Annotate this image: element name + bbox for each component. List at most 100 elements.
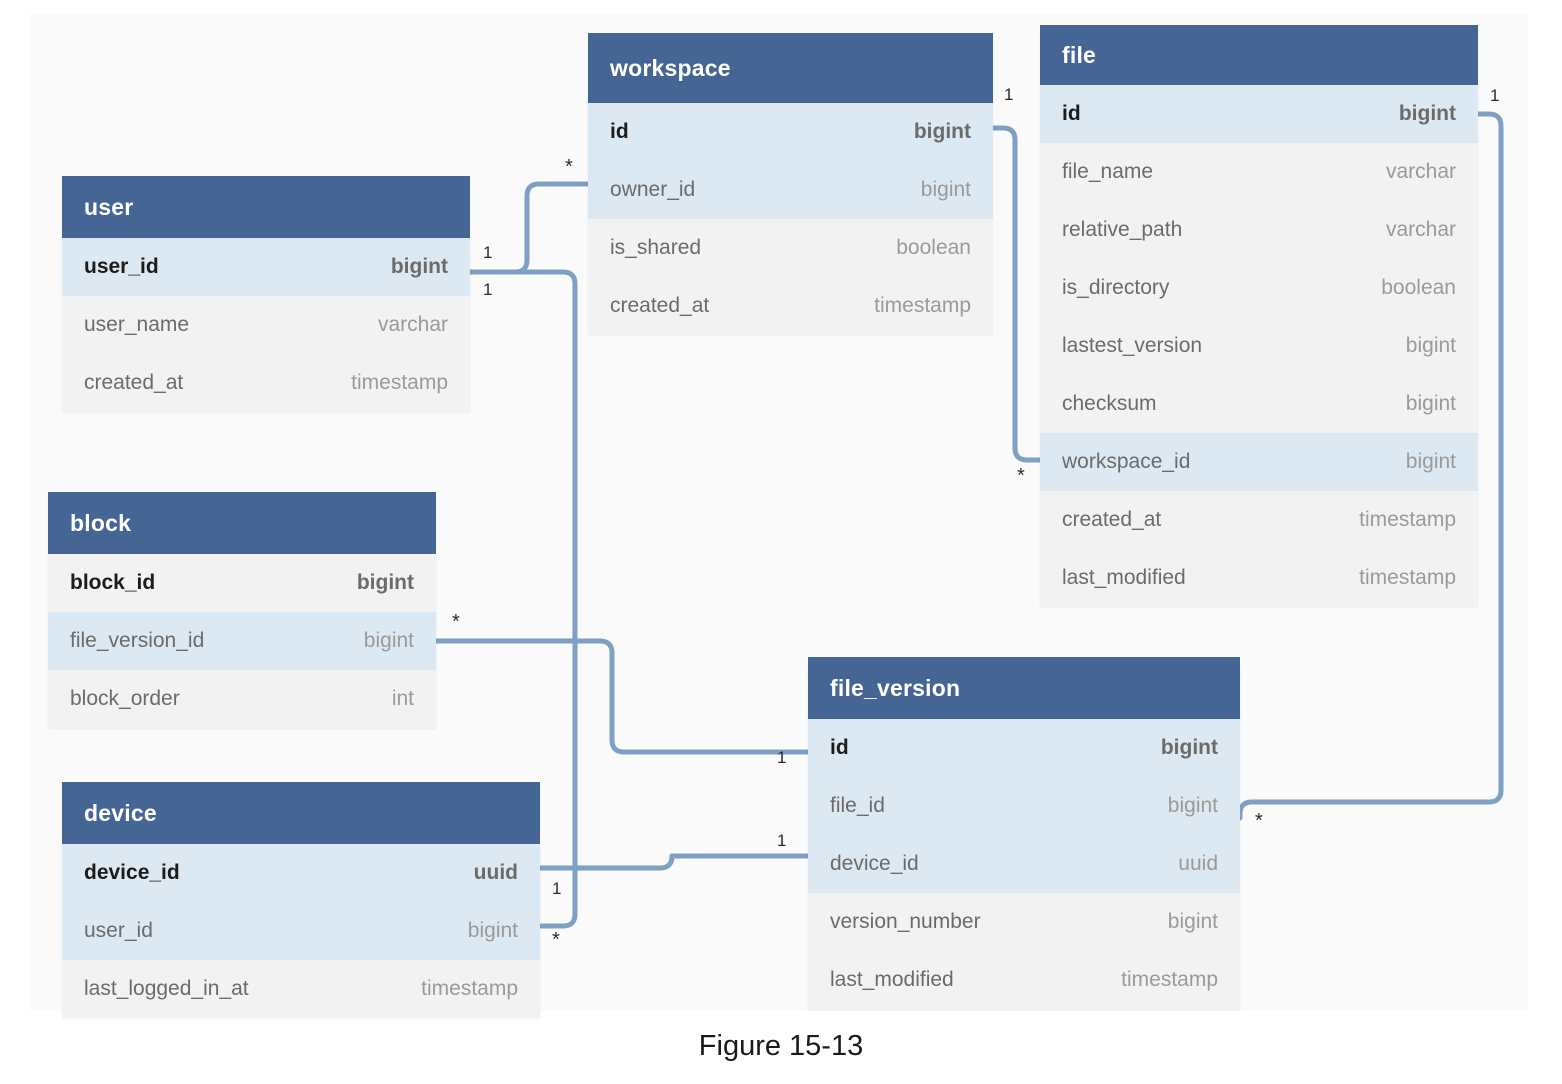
cardinality-label-file-workspace_id: * <box>1017 465 1025 487</box>
cardinality-label-file_version-file_id: * <box>1255 810 1263 832</box>
attribute-name: last_modified <box>1062 566 1186 589</box>
attribute-row-block-block_id[interactable]: block_id bigint <box>48 554 436 612</box>
attribute-type: timestamp <box>351 371 448 394</box>
attribute-row-file_version-id[interactable]: id bigint <box>808 719 1240 777</box>
attribute-row-file-created_at[interactable]: created_at timestamp <box>1040 491 1478 549</box>
attribute-type: timestamp <box>1359 508 1456 531</box>
attribute-type: int <box>391 687 414 710</box>
attribute-row-workspace-is_shared[interactable]: is_shared boolean <box>588 219 993 277</box>
attribute-row-file-file_name[interactable]: file_name varchar <box>1040 143 1478 201</box>
attribute-row-file_version-version_number[interactable]: version_number bigint <box>808 893 1240 951</box>
attribute-row-workspace-created_at[interactable]: created_at timestamp <box>588 277 993 335</box>
attribute-name: id <box>830 736 849 759</box>
attribute-type: bigint <box>356 571 414 594</box>
attribute-type: uuid <box>1178 852 1218 875</box>
entity-header-file: file <box>1040 25 1478 85</box>
attribute-row-file-is_directory[interactable]: is_directory boolean <box>1040 259 1478 317</box>
attribute-type: varchar <box>377 313 448 336</box>
attribute-name: device_id <box>84 861 180 884</box>
attribute-name: device_id <box>830 852 919 875</box>
attribute-type: varchar <box>1385 218 1456 241</box>
attribute-row-workspace-id[interactable]: id bigint <box>588 103 993 161</box>
attribute-name: checksum <box>1062 392 1157 415</box>
attribute-name: id <box>1062 102 1081 125</box>
attribute-name: file_name <box>1062 160 1154 183</box>
attribute-name: id <box>610 120 629 143</box>
entity-workspace[interactable]: workspace id bigint owner_id bigint is_shared… <box>588 33 993 335</box>
cardinality-label-device-device_id: 1 <box>552 879 562 898</box>
attribute-type: timestamp <box>1121 968 1218 991</box>
attribute-row-file-relative_path[interactable]: relative_path varchar <box>1040 201 1478 259</box>
attribute-row-workspace-owner_id[interactable]: owner_id bigint <box>588 161 993 219</box>
attribute-type: bigint <box>920 178 971 201</box>
attribute-type: bigint <box>1405 450 1456 473</box>
cardinality-label-user-user_id-lower: 1 <box>483 280 493 299</box>
attribute-row-block-block_order[interactable]: block_order int <box>48 670 436 728</box>
attribute-name: version_number <box>830 910 981 933</box>
attribute-type: bigint <box>1160 736 1218 759</box>
attribute-row-user-user_name[interactable]: user_name varchar <box>62 296 470 354</box>
attribute-type: bigint <box>363 629 414 652</box>
figure-caption: Figure 15-13 <box>698 1030 864 1062</box>
attribute-name: user_id <box>84 255 159 278</box>
attribute-row-file_version-file_id[interactable]: file_id bigint <box>808 777 1240 835</box>
attribute-name: file_id <box>830 794 885 817</box>
cardinality-label-user-user_id-upper: 1 <box>483 243 493 262</box>
attribute-name: created_at <box>1062 508 1162 531</box>
attribute-name: block_id <box>70 571 156 594</box>
attribute-row-file-checksum[interactable]: checksum bigint <box>1040 375 1478 433</box>
attribute-name: is_directory <box>1062 276 1170 299</box>
attribute-type: timestamp <box>874 294 971 317</box>
attribute-row-file-lastest_version[interactable]: lastest_version bigint <box>1040 317 1478 375</box>
attribute-name: is_shared <box>610 236 702 259</box>
attribute-name: lastest_version <box>1062 334 1203 357</box>
attribute-type: bigint <box>1398 102 1456 125</box>
attribute-name: relative_path <box>1062 218 1183 241</box>
cardinality-label-file-id: 1 <box>1490 86 1500 105</box>
attribute-type: bigint <box>467 919 518 942</box>
attribute-type: timestamp <box>1359 566 1456 589</box>
attribute-type: bigint <box>1167 794 1218 817</box>
attribute-row-file-id[interactable]: id bigint <box>1040 85 1478 143</box>
attribute-row-file-last_modified[interactable]: last_modified timestamp <box>1040 549 1478 607</box>
cardinality-label-workspace-id: 1 <box>1004 85 1014 104</box>
attribute-name: last_logged_in_at <box>84 977 249 1000</box>
entity-header-device: device <box>62 782 540 844</box>
cardinality-label-device-user_id: * <box>552 929 560 951</box>
attribute-row-file_version-last_modified[interactable]: last_modified timestamp <box>808 951 1240 1009</box>
attribute-type: bigint <box>1405 334 1456 357</box>
cardinality-label-block-file_version_id: * <box>452 611 460 633</box>
attribute-name: owner_id <box>610 178 696 201</box>
attribute-type: bigint <box>1167 910 1218 933</box>
attribute-type: bigint <box>1405 392 1456 415</box>
attribute-type: boolean <box>896 236 971 259</box>
entity-header-workspace: workspace <box>588 33 993 103</box>
cardinality-label-file_version-id: 1 <box>777 748 787 767</box>
attribute-type: varchar <box>1385 160 1456 183</box>
attribute-type: timestamp <box>421 977 518 1000</box>
attribute-name: user_name <box>84 313 190 336</box>
attribute-name: created_at <box>610 294 710 317</box>
entity-header-file_version: file_version <box>808 657 1240 719</box>
attribute-row-device-last_logged_in_at[interactable]: last_logged_in_at timestamp <box>62 960 540 1018</box>
entity-header-block: block <box>48 492 436 554</box>
attribute-name: last_modified <box>830 968 954 991</box>
attribute-type: boolean <box>1381 276 1456 299</box>
cardinality-label-workspace-owner_id: * <box>565 156 573 178</box>
cardinality-label-file_version-device_id: 1 <box>777 831 787 850</box>
attribute-type: bigint <box>913 120 971 143</box>
attribute-name: block_order <box>70 687 180 710</box>
attribute-row-file_version-device_id[interactable]: device_id uuid <box>808 835 1240 893</box>
